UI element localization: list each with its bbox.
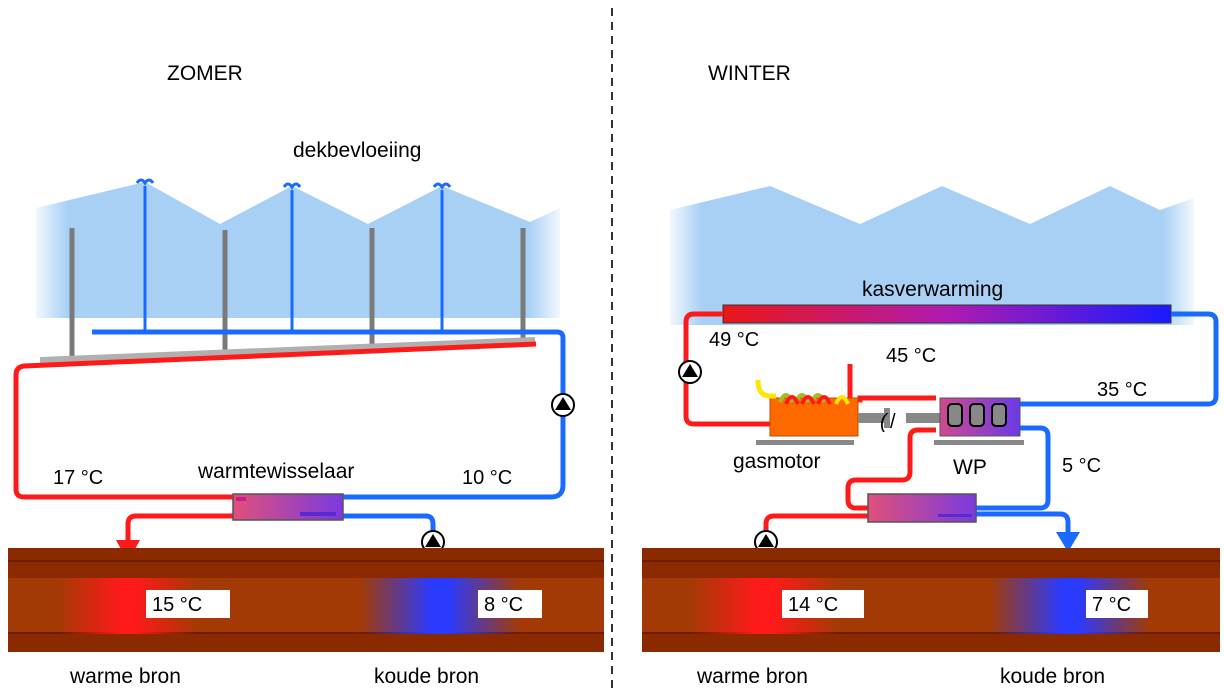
winter-temp-return: 35 °C (1097, 379, 1147, 401)
winter-cold-temp-box (1086, 590, 1148, 618)
gas-engine (755, 379, 940, 445)
winter-cold-temp: 7 °C (1092, 594, 1131, 616)
summer-temp-left: 17 °C (53, 467, 103, 489)
summer-cold-temp-box (478, 590, 542, 618)
winter-temp-supply: 49 °C (709, 329, 759, 351)
winter-well-pump-icon (754, 530, 778, 554)
coupling-icon-line: / (890, 411, 896, 433)
winter-cold-arrow-icon (1056, 532, 1080, 552)
summer-warm-temp: 15 °C (152, 594, 202, 616)
winter-temp-cold: 5 °C (1062, 455, 1101, 477)
summer-temp-right: 10 °C (462, 467, 512, 489)
heating-label: kasverwarming (862, 278, 1003, 301)
coupling-icon: ( (880, 411, 889, 433)
winter-pump-icon (678, 360, 702, 384)
greenhouse-winter (670, 186, 1194, 325)
greenhouse-summer (36, 182, 560, 318)
summer-title: ZOMER (167, 62, 243, 85)
summer-warm-source-label: warme bron (69, 665, 181, 688)
winter-cold-source-label: koude bron (1000, 665, 1105, 688)
heat-pump (934, 397, 1024, 445)
summer-warm-well-pipe (125, 513, 233, 582)
winter-cold-pipe (976, 425, 1051, 511)
sprinkler-pipes (135, 178, 452, 332)
winter-cold-well-pipe (976, 511, 1071, 582)
heatpump-label: WP (953, 456, 987, 479)
summer-cold-temp: 8 °C (484, 594, 523, 616)
summer-warm-pipe (13, 341, 537, 500)
greenhouse-heating-bar (722, 304, 1172, 324)
exchanger-label: warmtewisselaar (197, 460, 354, 483)
winter-warm-source-label: warme bron (696, 665, 808, 688)
summer-warm-temp-box (146, 590, 230, 618)
winter-warm-temp-box (782, 590, 864, 618)
summer-pump-icon (551, 393, 575, 417)
winter-heat-exchanger (867, 493, 977, 523)
hx-detail (300, 512, 336, 516)
summer-heat-exchanger (232, 493, 344, 521)
sprinkler-label: dekbevloeiing (293, 139, 421, 162)
summer-well-pump-icon (421, 530, 445, 554)
winter-warm-temp: 14 °C (788, 594, 838, 616)
engine-label: gasmotor (733, 450, 821, 473)
winter-return-pipe (1020, 311, 1219, 407)
winter-warm-well-pipe (763, 513, 868, 582)
hx-detail (236, 497, 246, 501)
winter-hp-pipe (845, 427, 936, 511)
winter-engine-pipe (847, 364, 936, 403)
floor-beam (39, 337, 536, 363)
summer-cold-source-label: koude bron (374, 665, 479, 688)
summer-cold-well-pipe (343, 513, 436, 582)
winter-temp-engine: 45 °C (886, 345, 936, 367)
winter-title: WINTER (708, 62, 791, 85)
hx-detail (938, 514, 972, 517)
